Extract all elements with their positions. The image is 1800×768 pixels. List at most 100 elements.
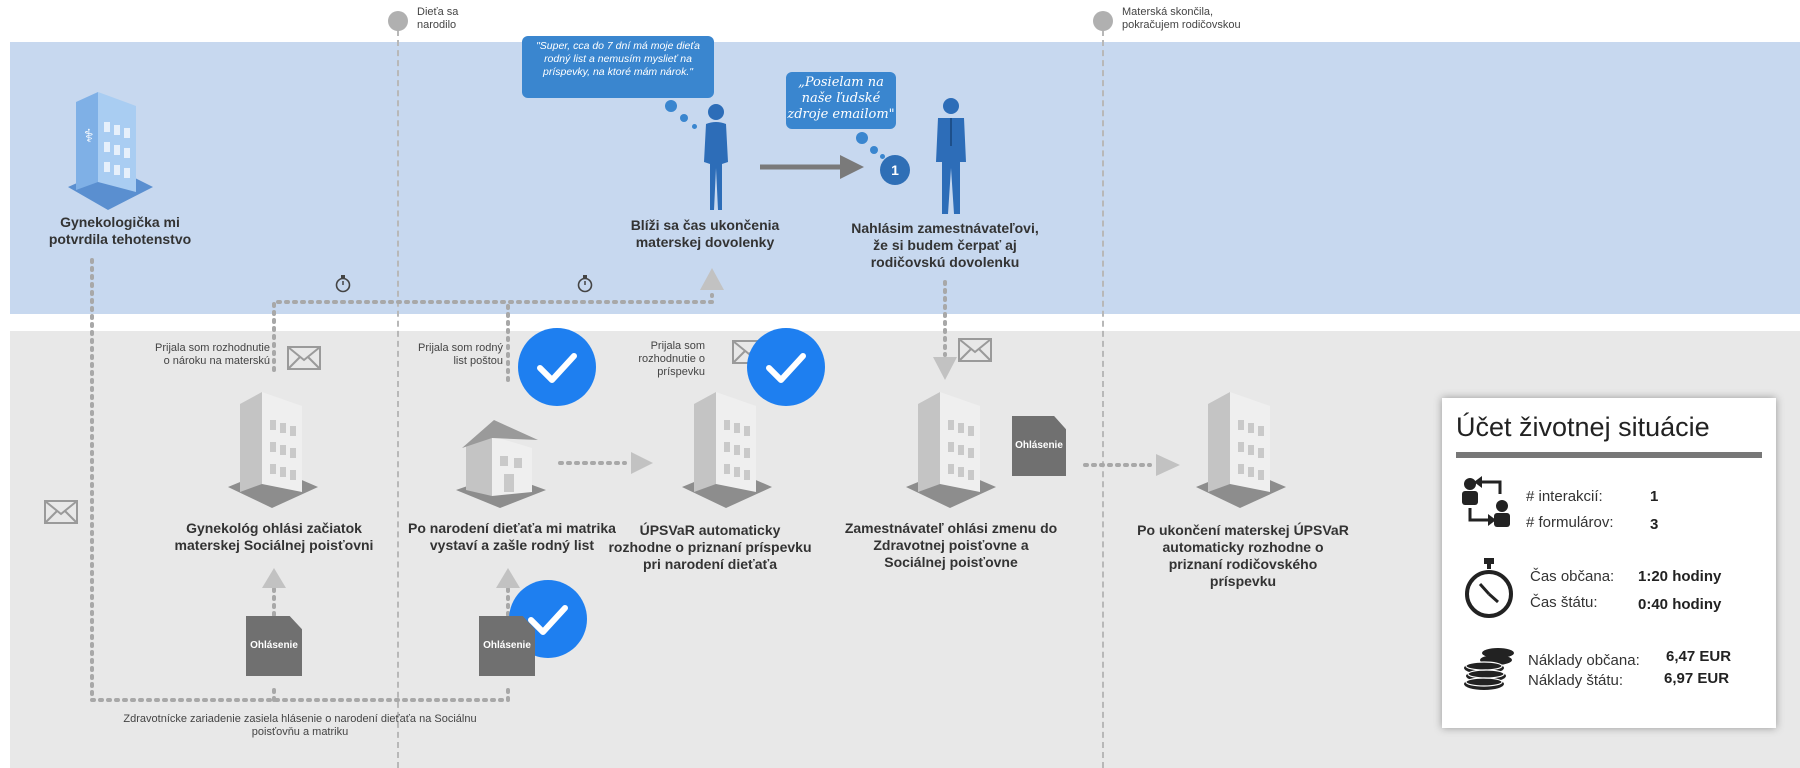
step-line: rodičovskú dovolenku	[870, 254, 1020, 270]
checkmark-badge-icon	[518, 328, 596, 406]
summary-divider	[1456, 452, 1762, 458]
step-line: materskej dovolenky	[635, 234, 775, 250]
bubble-line: zdroje emailom"	[787, 107, 895, 122]
institution-step-gynecologist: Gynekológ ohlási začiatok materskej Soci…	[164, 520, 384, 554]
step-line: priznaní rodičovského	[1168, 556, 1318, 572]
office-building-icon	[676, 392, 776, 515]
connector-top-rail	[272, 293, 714, 372]
step-line: Gynekológ ohlási začiatok	[186, 520, 362, 536]
step-line: Zdravotnej poisťovne a	[873, 537, 1029, 553]
milestone-label-maternity-end: Materská skončila, pokračujem rodičovsko…	[1122, 6, 1241, 32]
bubble-tail	[680, 114, 688, 122]
summary-card: Účet životnej situácie # interakcií: 1 #…	[1442, 398, 1776, 728]
step-line: automaticky rozhodne o	[1162, 539, 1324, 555]
citizen-cost-label: Náklady občana:	[1528, 652, 1640, 669]
milestone-label-line: narodilo	[417, 19, 457, 31]
envelope-icon	[44, 500, 78, 529]
state-cost-value: 6,97 EUR	[1664, 670, 1730, 687]
step-line: Po narodení dieťaťa mi matrika	[408, 520, 616, 536]
coins-icon	[1460, 646, 1518, 697]
bubble-line: "Super, cca do 7 dní má moje dieťa	[536, 40, 700, 52]
step-line: Gynekologička mi	[60, 214, 180, 230]
institution-step-registry: Po narodení dieťaťa mi matrika vystaví a…	[392, 520, 632, 554]
step-line: že si budem čerpať aj	[873, 237, 1017, 253]
connector-gyn-loop	[90, 258, 510, 702]
summary-title: Účet životnej situácie	[1456, 412, 1710, 442]
milestone-label-birth: Dieťa sa narodilo	[417, 6, 458, 32]
bubble-tail	[870, 146, 878, 154]
step-line: vystaví a zašle rodný list	[429, 537, 595, 553]
torn-edge	[1442, 698, 1776, 728]
step-line: potvrdila tehotenstvo	[48, 231, 192, 247]
document-icon: Ohlásenie	[1012, 416, 1066, 476]
stopwatch-icon	[576, 273, 594, 298]
note-line: rozhodnutie o	[638, 353, 705, 365]
mail-note-allowance-decision: Prijala som rozhodnutie o príspevku	[625, 340, 705, 379]
bubble-tail	[880, 154, 885, 159]
woman-icon	[696, 102, 736, 219]
footer-note-line: poisťovňu a matriku	[251, 726, 349, 738]
office-building-icon	[1190, 392, 1290, 515]
document-icon: Ohlásenie	[479, 616, 535, 676]
bubble-line: rodný list a nemusím myslieť na	[544, 53, 692, 65]
note-line: o nároku na materskú	[163, 355, 270, 367]
stopwatch-icon	[334, 273, 352, 298]
envelope-icon	[958, 338, 992, 367]
note-line: Prijala som	[650, 340, 705, 352]
stopwatch-icon	[1464, 558, 1514, 625]
milestone-dot-maternity-end	[1093, 11, 1113, 31]
state-time-value: 0:40 hodiny	[1638, 596, 1722, 613]
note-line: Prijala som rodný	[418, 342, 503, 354]
citizen-step-maternity-ending: Blíži sa čas ukončenia materskej dovolen…	[605, 217, 805, 251]
step-line: rozhodne o priznaní príspevku	[608, 539, 812, 555]
checkmark-badge-icon	[747, 328, 825, 406]
citizen-time-value: 1:20 hodiny	[1638, 568, 1722, 585]
milestone-dot-birth	[388, 11, 408, 31]
step-line: príspevku	[1209, 573, 1277, 589]
milestone-label-line: Materská skončila,	[1122, 6, 1214, 18]
office-building-icon	[222, 392, 322, 515]
step-line: Po ukončení materskej ÚPSVaR	[1137, 522, 1349, 538]
bubble-line: príspevky, na ktoré mám nárok."	[542, 66, 693, 78]
citizen-time-label: Čas občana:	[1530, 568, 1615, 585]
citizen-step-pregnancy: Gynekologička mi potvrdila tehotenstvo	[30, 214, 210, 248]
arrows-people-icon	[1460, 476, 1516, 535]
step-line: pri narodení dieťaťa	[643, 556, 777, 572]
note-line: Prijala som rozhodnutie	[155, 342, 270, 354]
document-label: Ohlásenie	[250, 640, 298, 651]
institution-step-upsvar-parental: Po ukončení materskej ÚPSVaR automaticky…	[1128, 522, 1358, 590]
forms-value: 3	[1650, 516, 1659, 533]
step-line: Blíži sa čas ukončenia	[630, 217, 780, 233]
bubble-line: „Posielam na	[798, 75, 884, 90]
speech-bubble-woman: "Super, cca do 7 dní má moje dieťa rodný…	[522, 36, 714, 98]
bubble-tail	[665, 100, 677, 112]
state-time-label: Čas štátu:	[1530, 594, 1598, 611]
envelope-icon	[287, 346, 321, 375]
note-line: príspevku	[657, 366, 705, 378]
step-line: Sociálnej poisťovne	[884, 554, 1018, 570]
footer-note-line: Zdravotnícke zariadenie zasiela hlásenie…	[123, 713, 477, 725]
bubble-line: naše ľudské	[801, 91, 881, 106]
state-cost-label: Náklady štátu:	[1528, 672, 1624, 689]
speech-bubble-man: „Posielam na naše ľudské zdroje emailom"	[786, 72, 896, 129]
svg-text:⚕: ⚕	[84, 126, 94, 147]
bubble-tail	[856, 132, 868, 144]
interaction-number-badge: 1	[880, 155, 910, 185]
institution-step-employer: Zamestnávateľ ohlási zmenu do Zdravotnej…	[836, 520, 1066, 571]
document-label: Ohlásenie	[1015, 440, 1063, 451]
document-label: Ohlásenie	[483, 640, 531, 651]
citizen-cost-value: 6,47 EUR	[1666, 648, 1732, 665]
interactions-value: 1	[1650, 488, 1659, 505]
mail-note-birth-certificate: Prijala som rodný list poštou	[395, 342, 503, 368]
document-icon: Ohlásenie	[246, 616, 302, 676]
forms-label: # formulárov:	[1526, 514, 1614, 531]
milestone-label-line: Dieťa sa	[417, 6, 459, 18]
note-line: list poštou	[453, 355, 503, 367]
hospital-building-icon: ⚕	[58, 92, 158, 217]
bubble-tail	[692, 124, 697, 129]
step-line: ÚPSVaR automaticky	[639, 522, 781, 538]
man-icon	[930, 96, 972, 223]
milestone-line-maternity-end	[1102, 20, 1104, 768]
interactions-label: # interakcií:	[1526, 488, 1603, 505]
